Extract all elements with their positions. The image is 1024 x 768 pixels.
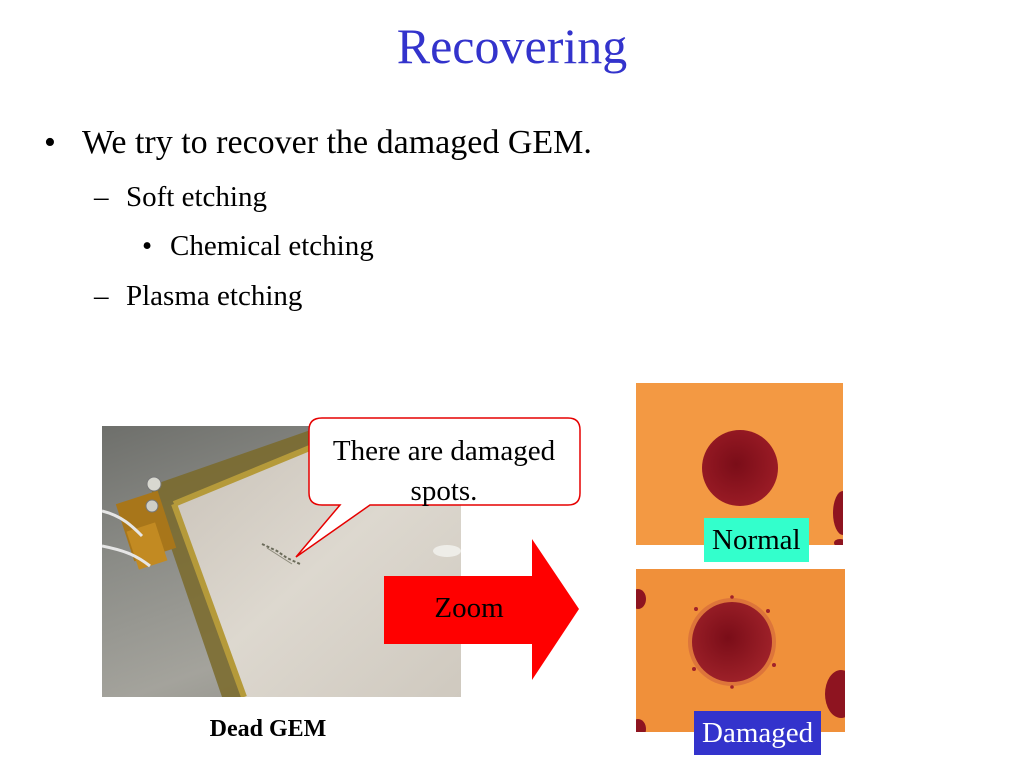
damaged-label: Damaged	[694, 711, 822, 755]
zoom-arrow	[384, 539, 579, 680]
damaged-hole-drawing	[636, 569, 845, 732]
bullet-soft-etching: – Soft etching	[94, 181, 267, 214]
normal-label: Normal	[704, 518, 809, 562]
bullet-text: Plasma etching	[126, 280, 303, 312]
bullet-marker: •	[142, 230, 153, 262]
callout-text: There are damaged spots.	[332, 435, 556, 507]
damaged-hole-photo	[636, 569, 845, 732]
zoom-label: Zoom	[434, 592, 504, 624]
bullet-plasma-etching: – Plasma etching	[94, 280, 302, 313]
bullet-text: Soft etching	[126, 181, 267, 213]
dash-marker: –	[94, 181, 109, 213]
dash-marker: –	[94, 280, 109, 312]
bullet-marker: •	[44, 124, 56, 161]
normal-hole-drawing	[636, 383, 843, 545]
bullet-chemical-etching: • Chemical etching	[142, 230, 374, 263]
normal-hole-photo	[636, 383, 843, 545]
bullet-text: We try to recover the damaged GEM.	[82, 124, 592, 161]
dead-gem-caption: Dead GEM	[209, 716, 327, 742]
bullet-level1: • We try to recover the damaged GEM.	[44, 124, 592, 162]
bullet-text: Chemical etching	[170, 230, 374, 262]
slide-title: Recovering	[396, 18, 628, 74]
